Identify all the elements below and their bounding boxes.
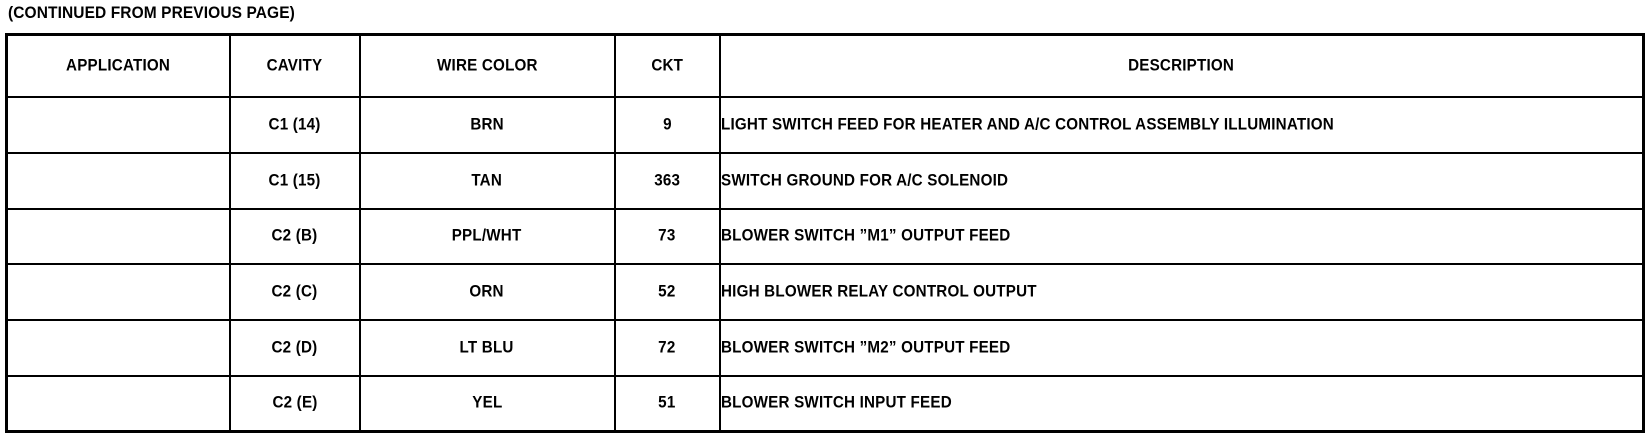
table-header-row: APPLICATION CAVITY WIRE COLOR CKT DESCRI… bbox=[5, 33, 1645, 98]
cell-cavity-text: C2 (C) bbox=[271, 282, 318, 301]
column-header-wire-color: WIRE COLOR bbox=[358, 33, 616, 98]
cell-description-text: BLOWER SWITCH INPUT FEED bbox=[720, 393, 952, 413]
cell-cavity-text: C2 (D) bbox=[271, 338, 318, 357]
cell-wire-color-text: YEL bbox=[471, 393, 503, 413]
cell-cavity-text: C2 (B) bbox=[271, 226, 318, 246]
cell-cavity: C2 (E) bbox=[228, 374, 361, 433]
cell-wire-color: PPL/WHT bbox=[358, 207, 616, 266]
cell-cavity: C2 (C) bbox=[228, 263, 361, 321]
cell-ckt: 363 bbox=[613, 151, 721, 210]
cell-cavity-text: C1 (14) bbox=[268, 115, 321, 134]
column-header-cavity-label: CAVITY bbox=[266, 56, 323, 75]
cell-ckt: 52 bbox=[613, 263, 721, 321]
connector-part-information-table: APPLICATION CAVITY WIRE COLOR CKT DESCRI… bbox=[5, 33, 1645, 433]
cell-ckt: 51 bbox=[613, 374, 721, 433]
cell-application bbox=[5, 151, 231, 210]
column-header-ckt-label: CKT bbox=[651, 56, 683, 75]
table-row: C2 (B) PPL/WHT 73 BLOWER SWITCH ”M1” OUT… bbox=[5, 207, 1645, 266]
cell-ckt-text: 72 bbox=[658, 338, 676, 357]
cell-wire-color-text: LT BLU bbox=[459, 338, 515, 357]
table-body: C1 (14) BRN 9 LIGHT SWITCH FEED FOR HEAT… bbox=[5, 96, 1645, 433]
continued-from-previous-page-note: (CONTINUED FROM PREVIOUS PAGE) bbox=[8, 4, 295, 23]
column-header-application-label: APPLICATION bbox=[66, 56, 171, 75]
cell-application bbox=[5, 374, 231, 433]
cell-cavity-text: C1 (15) bbox=[268, 170, 321, 190]
cell-description: BLOWER SWITCH INPUT FEED bbox=[718, 374, 1645, 433]
cell-ckt-text: 51 bbox=[658, 393, 676, 413]
cell-ckt: 73 bbox=[613, 207, 721, 266]
cell-wire-color: BRN bbox=[358, 96, 616, 154]
cell-description-text: BLOWER SWITCH ”M1” OUTPUT FEED bbox=[720, 226, 1010, 246]
table-row: C2 (C) ORN 52 HIGH BLOWER RELAY CONTROL … bbox=[5, 263, 1645, 321]
column-header-description: DESCRIPTION bbox=[718, 33, 1645, 98]
cell-description-text: BLOWER SWITCH ”M2” OUTPUT FEED bbox=[720, 338, 1010, 357]
cell-application bbox=[5, 263, 231, 321]
cell-cavity: C1 (15) bbox=[228, 151, 361, 210]
cell-description-text: SWITCH GROUND FOR A/C SOLENOID bbox=[720, 170, 1008, 190]
cell-description: BLOWER SWITCH ”M2” OUTPUT FEED bbox=[718, 319, 1645, 377]
cell-cavity: C2 (B) bbox=[228, 207, 361, 266]
cell-wire-color-text: TAN bbox=[471, 170, 503, 190]
cell-ckt-text: 52 bbox=[658, 282, 676, 301]
cell-description: BLOWER SWITCH ”M1” OUTPUT FEED bbox=[718, 207, 1645, 266]
cell-ckt-text: 9 bbox=[662, 115, 672, 134]
cell-wire-color-text: PPL/WHT bbox=[452, 226, 522, 246]
column-header-ckt: CKT bbox=[613, 33, 721, 98]
cell-cavity: C1 (14) bbox=[228, 96, 361, 154]
cell-application bbox=[5, 319, 231, 377]
cell-wire-color: LT BLU bbox=[358, 319, 616, 377]
cell-description: HIGH BLOWER RELAY CONTROL OUTPUT bbox=[718, 263, 1645, 321]
cell-wire-color: TAN bbox=[358, 151, 616, 210]
cell-ckt: 72 bbox=[613, 319, 721, 377]
cell-description: LIGHT SWITCH FEED FOR HEATER AND A/C CON… bbox=[718, 96, 1645, 154]
column-header-description-label: DESCRIPTION bbox=[1128, 56, 1235, 75]
cell-ckt-text: 363 bbox=[654, 170, 680, 190]
cell-description-text: HIGH BLOWER RELAY CONTROL OUTPUT bbox=[720, 282, 1037, 301]
table-row: C2 (E) YEL 51 BLOWER SWITCH INPUT FEED bbox=[5, 374, 1645, 433]
cell-ckt: 9 bbox=[613, 96, 721, 154]
cell-cavity-text: C2 (E) bbox=[271, 393, 318, 413]
column-header-cavity: CAVITY bbox=[228, 33, 361, 98]
cell-wire-color: ORN bbox=[358, 263, 616, 321]
table-row: C2 (D) LT BLU 72 BLOWER SWITCH ”M2” OUTP… bbox=[5, 319, 1645, 377]
column-header-application: APPLICATION bbox=[5, 33, 231, 98]
table-header: APPLICATION CAVITY WIRE COLOR CKT DESCRI… bbox=[5, 33, 1645, 98]
connector-table-wrapper: APPLICATION CAVITY WIRE COLOR CKT DESCRI… bbox=[5, 33, 1645, 433]
column-header-wire-color-label: WIRE COLOR bbox=[436, 56, 538, 75]
cell-description-text: LIGHT SWITCH FEED FOR HEATER AND A/C CON… bbox=[720, 115, 1334, 134]
table-row: C1 (14) BRN 9 LIGHT SWITCH FEED FOR HEAT… bbox=[5, 96, 1645, 154]
cell-cavity: C2 (D) bbox=[228, 319, 361, 377]
table-row: C1 (15) TAN 363 SWITCH GROUND FOR A/C SO… bbox=[5, 151, 1645, 210]
cell-wire-color-text: BRN bbox=[470, 115, 504, 134]
cell-application bbox=[5, 207, 231, 266]
cell-wire-color: YEL bbox=[358, 374, 616, 433]
cell-ckt-text: 73 bbox=[658, 226, 676, 246]
cell-description: SWITCH GROUND FOR A/C SOLENOID bbox=[718, 151, 1645, 210]
cell-application bbox=[5, 96, 231, 154]
cell-wire-color-text: ORN bbox=[469, 282, 505, 301]
